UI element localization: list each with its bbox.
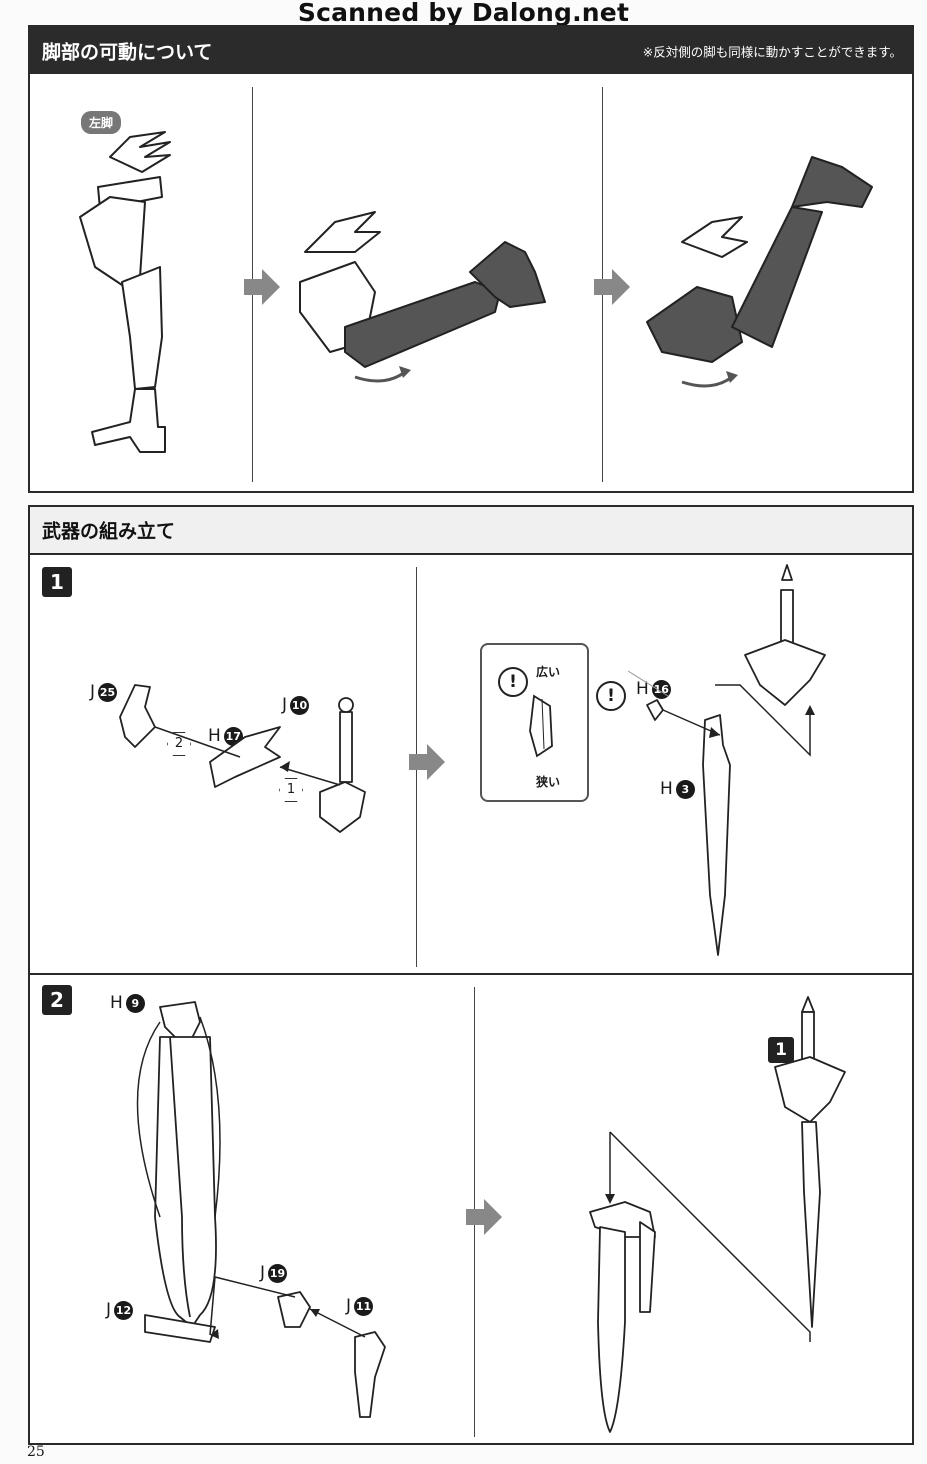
- step-1-reference-badge: 1: [768, 1037, 794, 1063]
- part-label-h17: H 17: [208, 726, 243, 746]
- part-label-j11: J 11: [346, 1296, 374, 1316]
- leg-arrow-2-icon: [594, 269, 630, 305]
- caution-icon: !: [498, 667, 528, 697]
- step2-sheath-illustration: [136, 1001, 386, 1418]
- assembly-order-1-badge: 1: [279, 778, 303, 802]
- part-label-j12: J 12: [106, 1300, 134, 1320]
- page-number: 25: [27, 1444, 45, 1460]
- leg-section-title: 脚部の可動について: [42, 41, 213, 63]
- inset-wide-label: 広い: [536, 665, 561, 679]
- step-1-number: 1: [42, 567, 72, 597]
- weapon-section-title: 武器の組み立て: [42, 520, 176, 543]
- step-2-number: 2: [42, 985, 72, 1015]
- assembly-order-2-badge: 2: [167, 732, 191, 756]
- inset-part-illustration: [529, 694, 553, 758]
- step2-arrow-icon: [466, 1199, 502, 1235]
- part-label-h16: H 16: [636, 679, 671, 699]
- inset-narrow-label: 狭い: [536, 775, 561, 789]
- part-label-j10: J 10: [282, 695, 310, 715]
- scanner-watermark: Scanned by Dalong.net: [297, 0, 630, 27]
- step1-parts-illustration: [119, 684, 366, 833]
- part-label-j25: J 25: [90, 682, 118, 702]
- step1-sword-illustration: [627, 564, 826, 956]
- step-divider-horizontal: [30, 973, 912, 975]
- weapon-section-header: 武器の組み立て: [30, 507, 912, 555]
- part-label-h3: H 3: [660, 779, 695, 799]
- wide-narrow-inset: ! 広い 狭い: [480, 643, 589, 802]
- step2-assembled-sword-illustration: [589, 996, 846, 1433]
- leg-section-note: ※反対側の脚も同様に動かすことができます。: [642, 44, 902, 59]
- leg-section-header: 脚部の可動について ※反対側の脚も同様に動かすことができます。: [30, 27, 912, 74]
- left-leg-badge: 左脚: [81, 111, 122, 134]
- part-label-h9: H 9: [110, 993, 145, 1013]
- caution-icon-2: !: [596, 681, 626, 711]
- step1-arrow-icon: [409, 744, 445, 780]
- weapon-assembly-section: 武器の組み立て 1 J 25 J 10 H 17 2 1 ! 広い 狭い: [28, 505, 914, 1445]
- leg-raised-illustration: [299, 211, 546, 383]
- leg-articulation-section: 脚部の可動について ※反対側の脚も同様に動かすことができます。 左脚: [28, 25, 914, 493]
- part-label-j19: J 19: [260, 1263, 288, 1283]
- leg-arrow-1-icon: [244, 269, 280, 305]
- leg-straight-illustration: [79, 131, 171, 453]
- leg-extended-illustration: [646, 156, 873, 388]
